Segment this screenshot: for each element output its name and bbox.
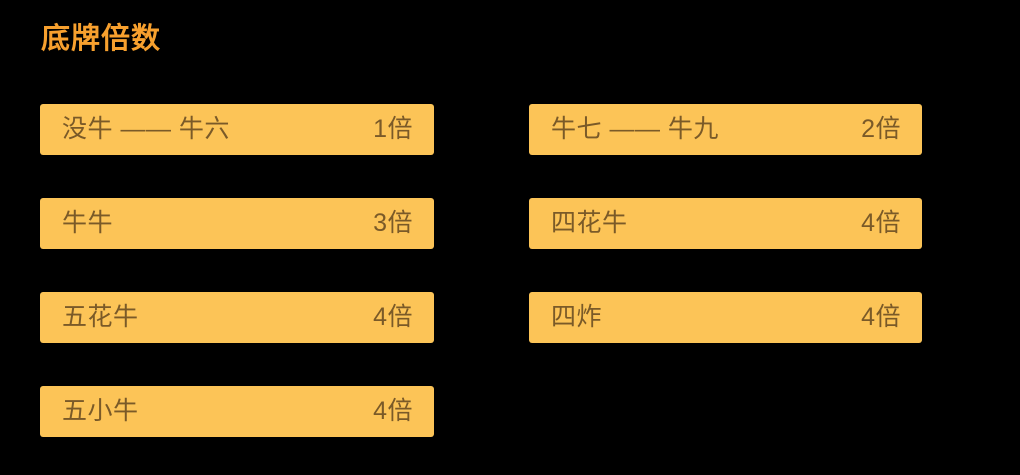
multiplier-label: 牛牛: [62, 209, 114, 237]
multiplier-value: 4倍: [373, 303, 413, 331]
multiplier-column-left: 没牛 —— 牛六 1倍 牛牛 3倍 五花牛 4倍 五小牛 4倍: [40, 104, 434, 437]
multiplier-row-four-flower-bull[interactable]: 四花牛 4倍: [529, 198, 922, 249]
multiplier-value: 4倍: [861, 209, 901, 237]
multiplier-value: 4倍: [373, 397, 413, 425]
multiplier-value: 4倍: [861, 303, 901, 331]
multiplier-label: 四花牛: [551, 209, 628, 237]
multiplier-row-five-flower-bull[interactable]: 五花牛 4倍: [40, 292, 434, 343]
multiplier-row-niu-niu[interactable]: 牛牛 3倍: [40, 198, 434, 249]
multiplier-label: 五花牛: [62, 303, 139, 331]
multiplier-value: 2倍: [861, 115, 901, 143]
multiplier-row-five-small-bull[interactable]: 五小牛 4倍: [40, 386, 434, 437]
page-title: 底牌倍数: [41, 23, 162, 55]
multiplier-row-bull-seven-to-bull-nine[interactable]: 牛七 —— 牛九 2倍: [529, 104, 922, 155]
multiplier-label: 四炸: [551, 303, 603, 331]
multiplier-label: 五小牛: [62, 397, 139, 425]
multiplier-value: 3倍: [373, 209, 413, 237]
multiplier-label: 没牛 —— 牛六: [62, 115, 230, 143]
multiplier-column-right: 牛七 —— 牛九 2倍 四花牛 4倍 四炸 4倍: [529, 104, 922, 343]
multiplier-row-four-bomb[interactable]: 四炸 4倍: [529, 292, 922, 343]
multiplier-value: 1倍: [373, 115, 413, 143]
multiplier-label: 牛七 —— 牛九: [551, 115, 719, 143]
multiplier-row-no-bull-to-bull-six[interactable]: 没牛 —— 牛六 1倍: [40, 104, 434, 155]
